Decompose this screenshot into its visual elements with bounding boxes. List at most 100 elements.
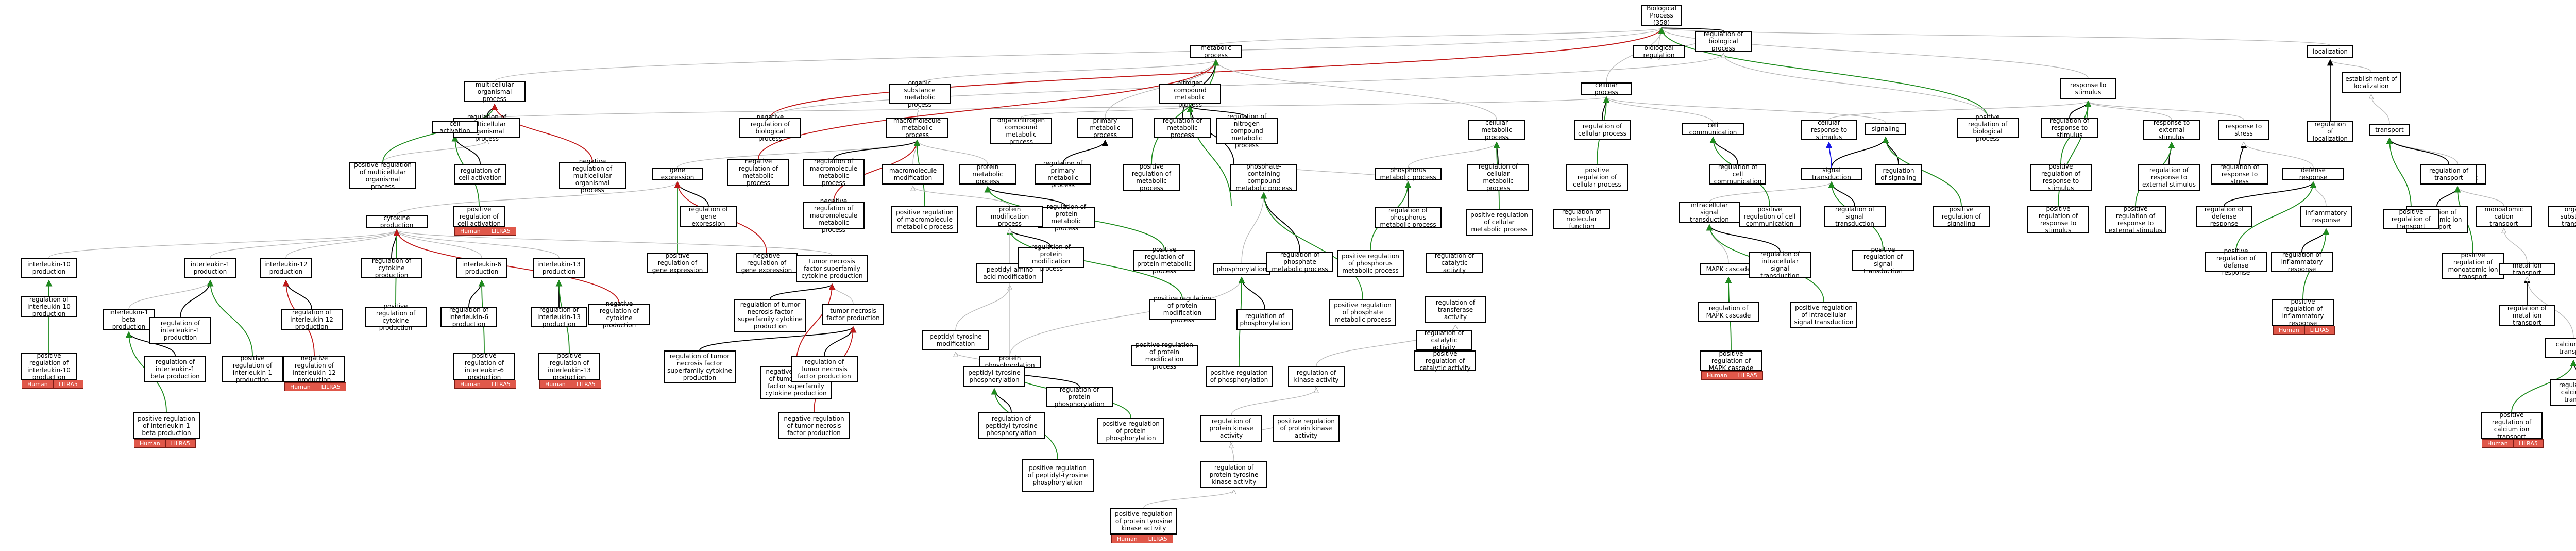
go-term-cytprod[interactable]: cytokine production	[366, 214, 428, 229]
go-term-estloc[interactable]: establishment of localization	[2342, 72, 2401, 93]
go-term-negregmet[interactable]: negative regulation of metabolic process	[727, 158, 789, 187]
go-term-posregphosphatemet[interactable]: positive regulation of phosphate metabol…	[1329, 299, 1396, 326]
go-term-regprotphos[interactable]: regulation of protein phosphorylation	[1046, 386, 1113, 408]
go-term-protmet[interactable]: protein metabolic process	[959, 163, 1016, 185]
go-term-posregil1[interactable]: positive regulation of interleukin-1 pro…	[222, 355, 283, 383]
go-term-posregil10[interactable]: positive regulation of interleukin-10 pr…	[21, 352, 77, 381]
go-term-regil10[interactable]: regulation of interleukin-10 production	[21, 296, 77, 318]
go-term-regcytprod[interactable]: regulation of cytokine production	[361, 257, 422, 279]
go-term-peptyrphos[interactable]: peptidyl-tyrosine phosphorylation	[963, 366, 1025, 387]
go-term-posreginflamm[interactable]: positive regulation of inflammatory resp…	[2272, 298, 2334, 327]
go-term-il1b[interactable]: interleukin-1 beta production	[103, 309, 155, 330]
go-term-posregmulti[interactable]: positive regulation of multicellular org…	[349, 161, 416, 190]
go-term-orgsub[interactable]: organic substance metabolic process	[889, 79, 951, 108]
go-term-il13[interactable]: interleukin-13 production	[533, 258, 585, 278]
go-term-calcium[interactable]: calcium ion transport	[2545, 338, 2576, 358]
go-term-regphosphatemet[interactable]: regulation of phosphate metabolic proces…	[1266, 251, 1333, 273]
go-term-posregmapk[interactable]: positive regulation of MAPK cascade	[1700, 350, 1762, 372]
go-term-phosmet[interactable]: phosphorus metabolic process	[1375, 166, 1442, 181]
go-term-regcatact[interactable]: regulation of catalytic activity	[1426, 252, 1483, 274]
go-term-regcellmet[interactable]: regulation of cellular metabolic process	[1467, 163, 1529, 192]
go-term-posregdefresp[interactable]: positive regulation of defense response	[2205, 247, 2267, 276]
go-term-posregintrasig[interactable]: positive regulation of intracellular sig…	[1790, 302, 1857, 328]
go-term-regmapk[interactable]: regulation of MAPK cascade	[1698, 302, 1759, 322]
go-term-metalion[interactable]: metal ion transport	[2499, 262, 2555, 276]
go-term-regresp[interactable]: regulation of response to stimulus	[2041, 117, 2098, 139]
go-term-regil13[interactable]: regulation of interleukin-13 production	[531, 306, 587, 328]
go-term-regsig[interactable]: regulation of signaling	[1875, 164, 1922, 185]
go-term-posregpeptyr[interactable]: positive regulation of peptidyl-tyrosine…	[1022, 459, 1094, 492]
go-term-posregmonoion[interactable]: positive regulation of monoatomic ion tr…	[2442, 252, 2504, 280]
go-term-posregphos[interactable]: positive regulation of phosphorylation	[1206, 366, 1273, 387]
go-term-negregbp[interactable]: negative regulation of biological proces…	[739, 113, 801, 142]
go-term-posregge[interactable]: positive regulation of gene expression	[647, 252, 708, 274]
go-term-posregprotmod2[interactable]: positive regulation of protein modificat…	[1131, 341, 1198, 370]
go-term-cellact[interactable]: cell activation	[432, 120, 478, 135]
go-term-posregcellcomm[interactable]: positive regulation of cell communicatio…	[1739, 206, 1801, 227]
go-term-posregprotphos[interactable]: positive regulation of protein phosphory…	[1097, 418, 1164, 444]
go-term-regdefresp[interactable]: regulation of defense response	[2196, 206, 2252, 227]
go-term-posregrespext[interactable]: positive regulation of response to exter…	[2105, 205, 2166, 234]
go-term-regtnfprod[interactable]: regulation of tumor necrosis factor supe…	[664, 350, 736, 383]
go-term-posregbp[interactable]: positive regulation of biological proces…	[1957, 113, 2019, 142]
go-term-posregresp[interactable]: positive regulation of response to stimu…	[2030, 163, 2092, 192]
go-term-regkinase[interactable]: regulation of kinase activity	[1288, 366, 1345, 387]
go-term-cellmet[interactable]: cellular metabolic process	[1468, 119, 1525, 141]
go-term-phosphorylation[interactable]: phosphorylation	[1213, 263, 1270, 275]
go-term-regintrasig[interactable]: regulation of intracellular signal trans…	[1749, 251, 1811, 279]
go-term-regcellcomm[interactable]: regulation of cell communication	[1709, 163, 1766, 185]
go-term-regil1b[interactable]: regulation of interleukin-1 beta product…	[144, 356, 206, 382]
go-term-regtransfer[interactable]: regulation of transferase activity	[1425, 296, 1486, 323]
go-term-posregsig[interactable]: positive regulation of signaling	[1933, 206, 1990, 227]
go-term-respext[interactable]: response to external stimulus	[2143, 119, 2200, 141]
go-term-posregcellmet[interactable]: positive regulation of cellular metaboli…	[1466, 209, 1533, 236]
go-term-posregcellproc[interactable]: positive regulation of cellular process	[1566, 164, 1628, 191]
go-term-posregptk[interactable]: positive regulation of protein tyrosine …	[1110, 508, 1177, 535]
go-term-posregrespstim[interactable]: positive regulation of response to stimu…	[2027, 205, 2089, 234]
go-term-signaling[interactable]: signaling	[1865, 123, 1906, 135]
go-term-posregprotmet[interactable]: positive regulation of protein metabolic…	[1133, 246, 1195, 275]
go-term-posregil1b[interactable]: positive regulation of interleukin-1 bet…	[133, 412, 200, 439]
go-term-monocation[interactable]: monoatomic cation transport	[2476, 206, 2532, 227]
go-term-respstress[interactable]: response to stress	[2218, 120, 2269, 140]
go-term-negregmulti[interactable]: negative regulation of multicellular org…	[559, 158, 626, 194]
go-term-cellresp[interactable]: cellular response to stimulus	[1801, 119, 1857, 141]
go-term-metab[interactable]: metabolic process	[1190, 44, 1242, 59]
go-term-regcalcium[interactable]: regulation of calcium ion transport	[2550, 379, 2576, 406]
go-term-negregge[interactable]: negative regulation of gene expression	[736, 252, 798, 274]
go-term-regnit[interactable]: regulation of nitrogen compound metaboli…	[1216, 113, 1278, 149]
go-term-transport[interactable]: transport	[2369, 124, 2410, 136]
go-term-tnf[interactable]: tumor necrosis factor production	[822, 304, 884, 325]
go-term-poscatact[interactable]: positive regulation of catalytic activit…	[1414, 350, 1476, 372]
go-term-il1[interactable]: interleukin-1 production	[184, 258, 236, 278]
go-term-regprotmet[interactable]: regulation of protein metabolic process	[1038, 203, 1095, 232]
go-term-regphosphorylation[interactable]: regulation of phosphorylation	[1236, 309, 1293, 330]
go-term-orgsubtrans[interactable]: organic substance transport	[2548, 206, 2576, 227]
go-term-regloc[interactable]: regulation of localization	[2307, 121, 2353, 142]
go-term-mapk[interactable]: MAPK cascade	[1700, 263, 1757, 275]
go-term-primmet[interactable]: primary metabolic process	[1077, 117, 1133, 139]
go-term-resp[interactable]: response to stimulus	[2060, 78, 2116, 99]
go-term-regtnf[interactable]: regulation of tumor necrosis factor prod…	[791, 356, 858, 382]
go-term-il12[interactable]: interleukin-12 production	[260, 258, 312, 278]
go-term-negregil12[interactable]: negative regulation of interleukin-12 pr…	[283, 355, 345, 383]
go-term-negregtnfprod[interactable]: negative regulation of tumor necrosis fa…	[778, 412, 850, 439]
go-term-regil12[interactable]: regulation of interleukin-12 production	[281, 309, 343, 330]
go-term-reginflamm[interactable]: regulation of inflammatory response	[2271, 251, 2333, 273]
go-term-orgnit[interactable]: organonitrogen compound metabolic proces…	[990, 116, 1052, 145]
go-term-regbp[interactable]: regulation of biological process	[1695, 30, 1752, 52]
go-term-protmod[interactable]: protein modification process	[976, 206, 1043, 227]
go-term-posregcalcium[interactable]: positive regulation of calcium ion trans…	[2481, 411, 2543, 440]
go-term-il10[interactable]: interleukin-10 production	[21, 258, 77, 278]
go-term-inflamm[interactable]: inflammatory response	[2300, 206, 2352, 227]
go-term-macromod[interactable]: macromolecule modification	[882, 164, 944, 185]
go-term-posregphosmet[interactable]: positive regulation of phosphorus metabo…	[1337, 250, 1404, 277]
go-term-regprotmod[interactable]: regulation of protein modification proce…	[1018, 243, 1084, 272]
